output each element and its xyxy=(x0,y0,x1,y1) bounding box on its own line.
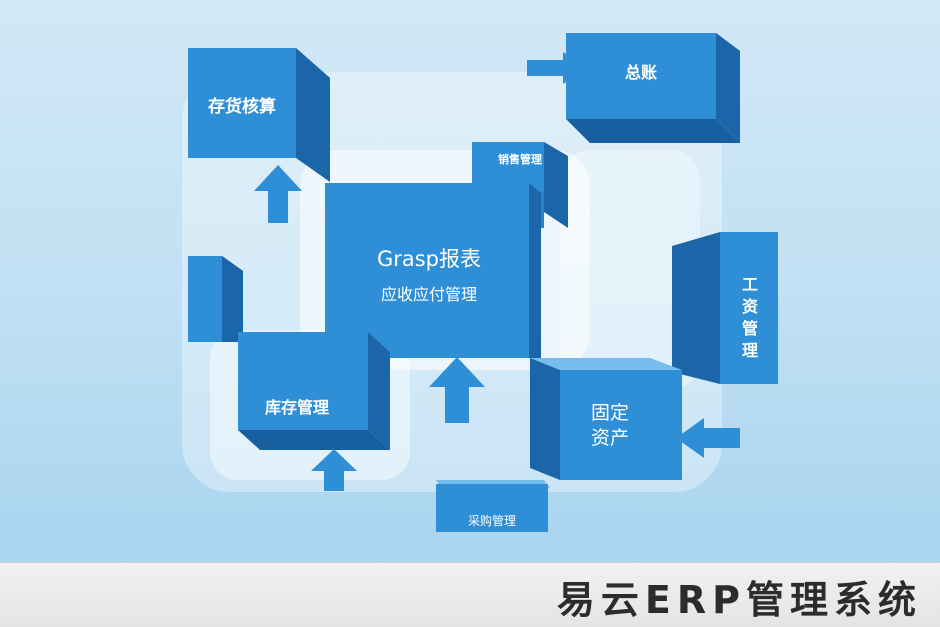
cube-stock-management: 库存管理 xyxy=(238,332,390,450)
cube-fixed-assets: 固定 资产 xyxy=(530,358,682,480)
cube-general-ledger: 总账 xyxy=(566,33,740,143)
payroll-label-text: 工资管理 xyxy=(741,275,758,360)
cube-payroll-management: 工资管理 xyxy=(672,232,778,384)
decorative-cube-left xyxy=(188,256,243,342)
label-fixed-assets-line1: 固定 xyxy=(590,402,629,424)
label-general-ledger: 总账 xyxy=(624,63,657,82)
arrow-left-icon xyxy=(676,418,740,458)
label-fixed-assets-line2: 资产 xyxy=(590,427,629,449)
diagram-background: 存货核算 总账 销售管理 xyxy=(0,0,940,562)
footer-title: 易云ERP管理系统 xyxy=(556,578,922,622)
center-title: Grasp报表 xyxy=(376,247,482,271)
label-stock-management: 库存管理 xyxy=(264,398,329,417)
cube-inventory-accounting: 存货核算 xyxy=(188,48,330,182)
cube-center-grasp: Grasp报表 应收应付管理 xyxy=(325,183,541,358)
footer-bar: 易云ERP管理系统 xyxy=(0,562,940,627)
arrow-up-icon xyxy=(311,449,357,491)
arrow-up-icon xyxy=(429,357,485,423)
label-sales-management: 销售管理 xyxy=(498,153,542,166)
cube-purchase-management: 采购管理 xyxy=(436,480,550,532)
label-purchase-management: 采购管理 xyxy=(467,514,516,528)
center-subtitle: 应收应付管理 xyxy=(380,285,477,304)
arrow-right-icon xyxy=(527,52,587,84)
label-payroll-management: 工资管理 xyxy=(734,274,766,362)
label-inventory-accounting: 存货核算 xyxy=(208,97,276,117)
arrow-up-icon xyxy=(254,165,302,223)
